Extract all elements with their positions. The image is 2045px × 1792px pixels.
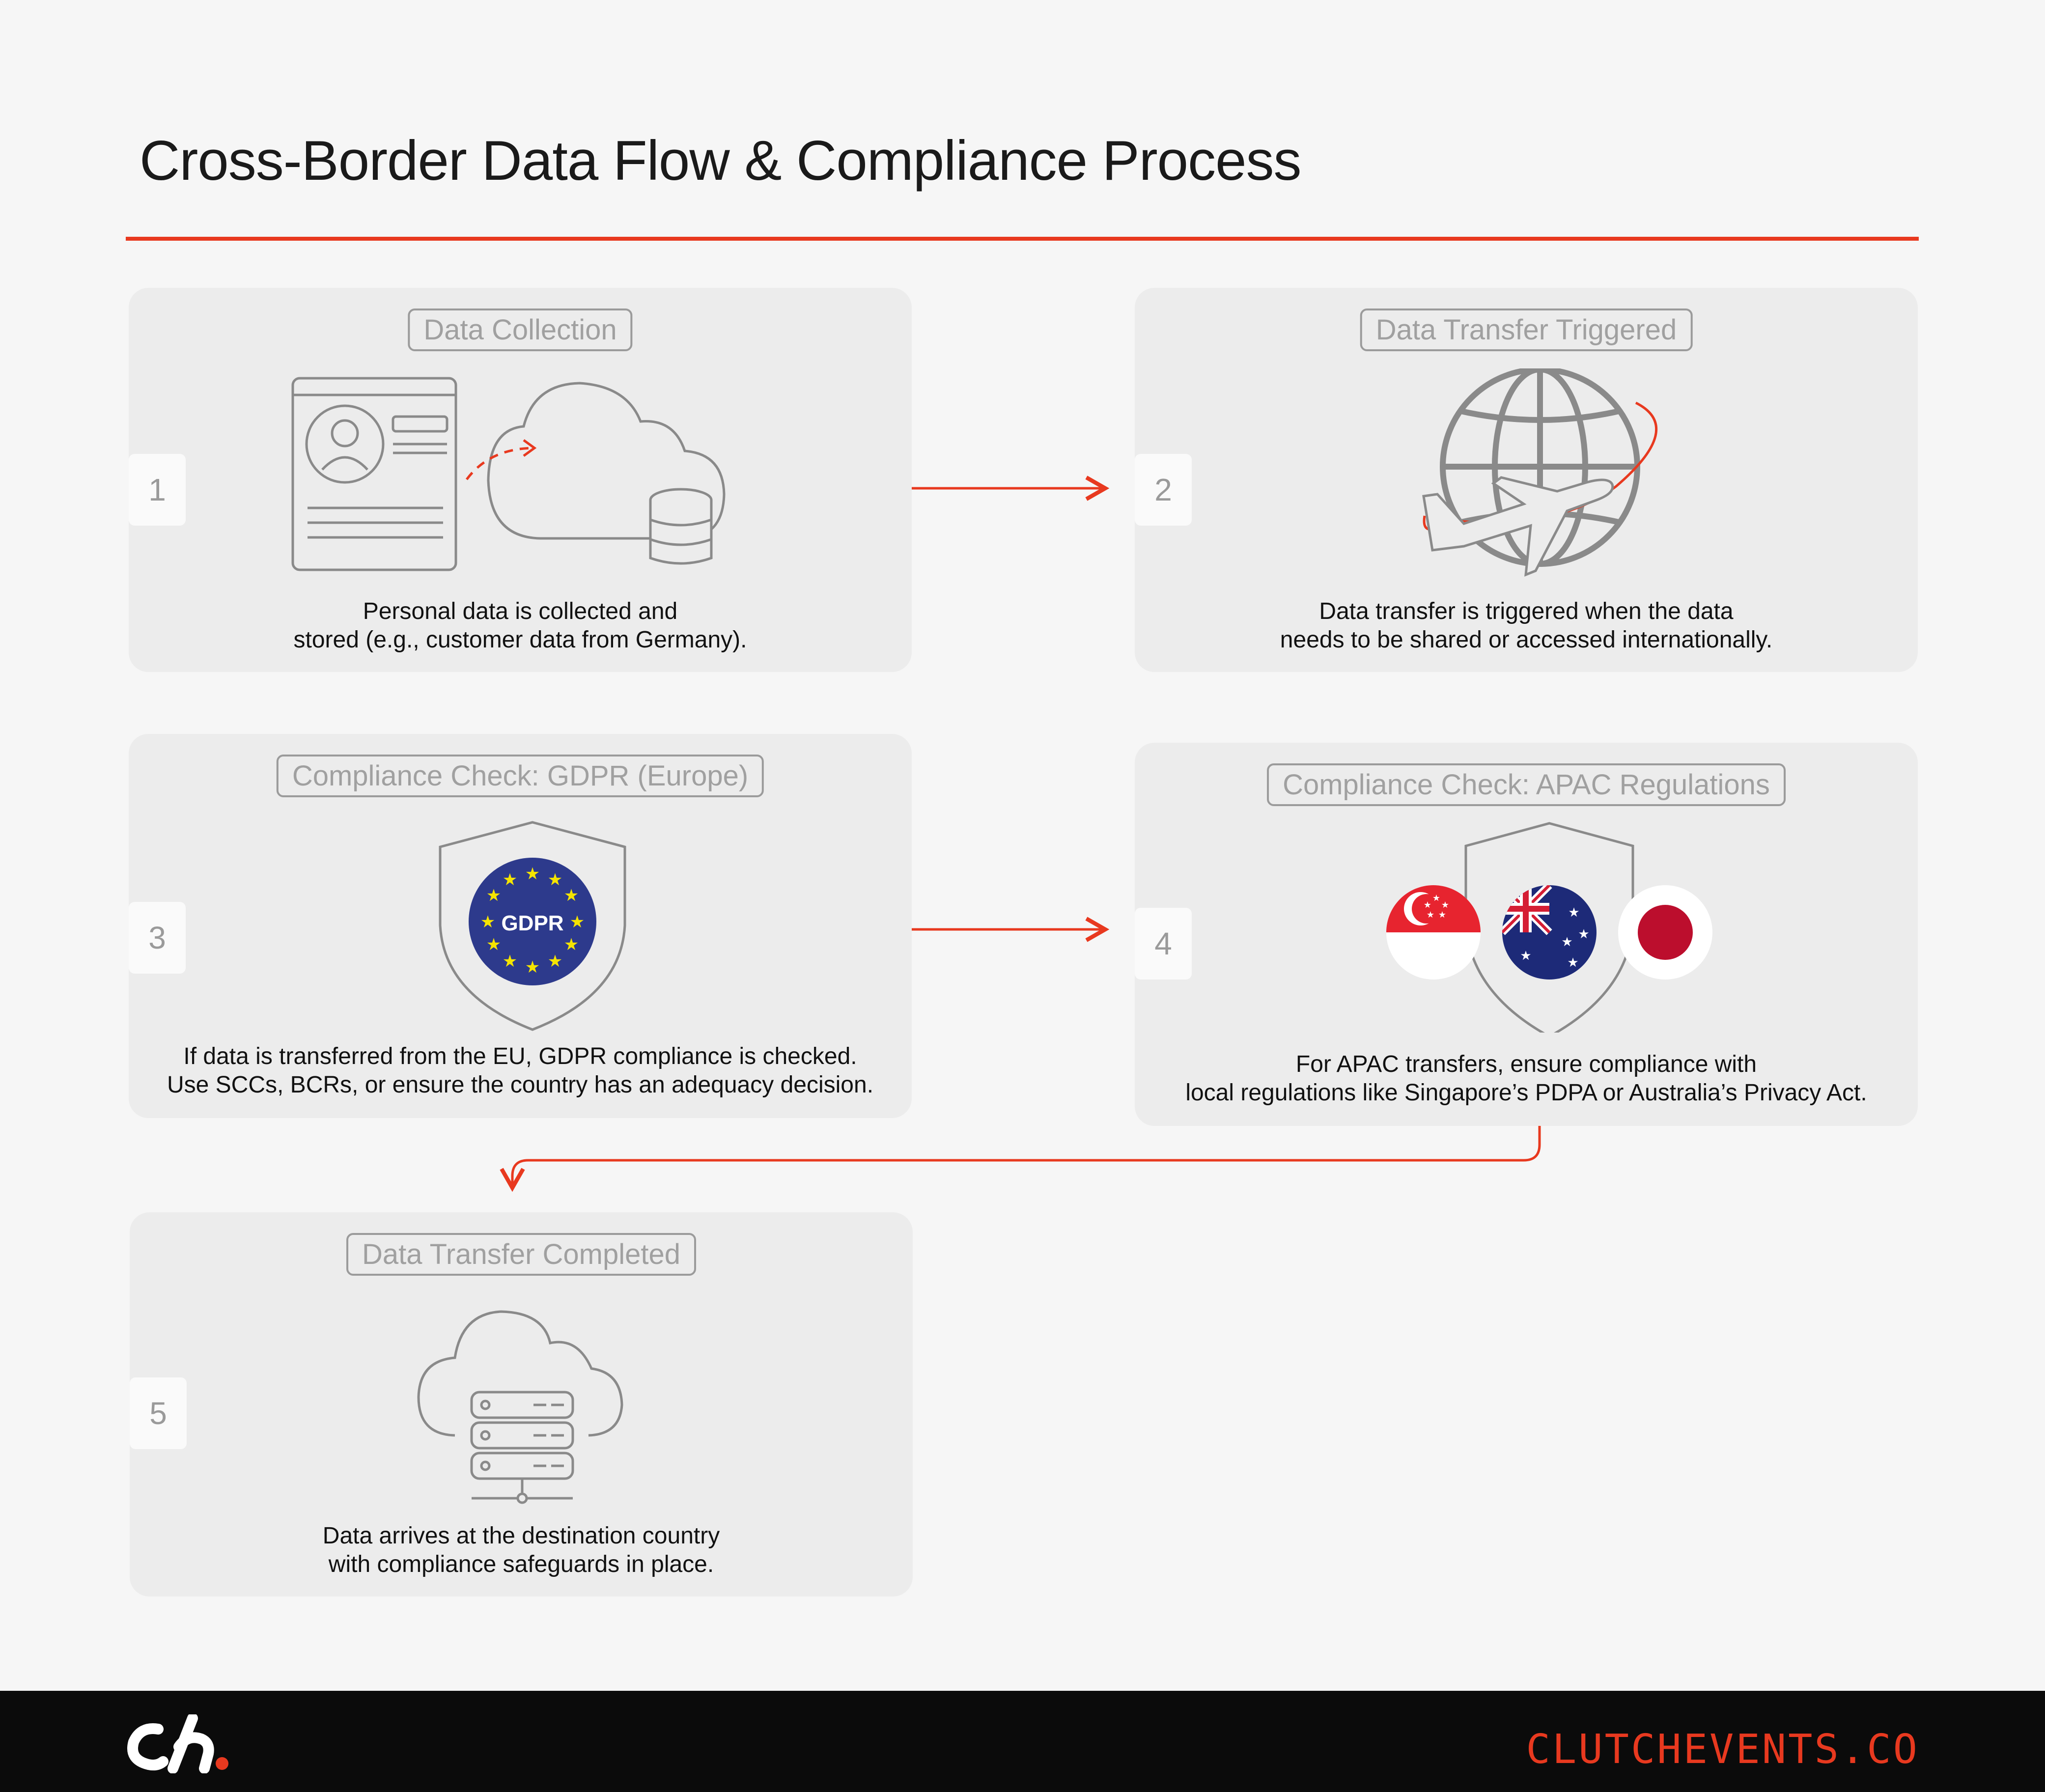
step-number: 4 <box>1135 908 1192 980</box>
page-title: Cross-Border Data Flow & Compliance Proc… <box>140 130 1301 192</box>
step-label: Compliance Check: GDPR (Europe) <box>276 755 764 797</box>
singapore-flag-icon: ★★★★★ <box>1386 885 1481 980</box>
cloud-server-icon <box>417 1310 623 1504</box>
svg-text:★: ★ <box>1520 949 1531 963</box>
globe-airplane-icon <box>1422 368 1658 577</box>
apac-flags-shield-icon: ★★★★★ ★★★★★ <box>1386 822 1712 1033</box>
japan-flag-icon <box>1618 885 1712 980</box>
step-number: 1 <box>129 454 186 526</box>
svg-text:★: ★ <box>486 935 501 954</box>
step-number: 5 <box>130 1377 187 1449</box>
svg-text:★: ★ <box>570 912 585 932</box>
step-number: 2 <box>1135 454 1192 526</box>
svg-text:★: ★ <box>1427 910 1434 920</box>
step-description: For APAC transfers, ensure compliance wi… <box>1185 1051 1867 1106</box>
step-description: Data arrives at the destination country … <box>322 1523 720 1577</box>
svg-text:★: ★ <box>503 952 517 971</box>
step-card-1: Data Collection 1 Personal data is colle… <box>129 288 912 672</box>
step-description: Personal data is collected and stored (e… <box>293 598 747 653</box>
svg-text:★: ★ <box>564 935 579 954</box>
svg-text:★: ★ <box>486 886 501 905</box>
gdpr-badge-text: GDPR <box>501 911 563 935</box>
australia-flag-icon: ★★★★★ <box>1502 885 1597 980</box>
gdpr-shield-icon: ★ ★ ★ ★ ★ ★ ★ ★ ★ ★ ★ ★ GDPR <box>439 821 626 1031</box>
svg-text:★: ★ <box>1424 900 1431 910</box>
svg-text:★: ★ <box>564 886 579 905</box>
svg-text:★: ★ <box>1568 905 1579 920</box>
step-description: If data is transferred from the EU, GDPR… <box>167 1043 874 1098</box>
svg-text:★: ★ <box>525 957 540 977</box>
step-card-3: Compliance Check: GDPR (Europe) 3 ★ ★ ★ … <box>129 734 912 1118</box>
svg-text:★: ★ <box>1578 927 1589 942</box>
step-label: Data Collection <box>408 308 633 351</box>
svg-text:★: ★ <box>480 912 495 932</box>
svg-text:★: ★ <box>1567 955 1578 970</box>
step-label: Data Transfer Completed <box>346 1233 696 1276</box>
step-number: 3 <box>129 902 186 974</box>
document-to-cloud-icon <box>291 377 726 571</box>
title-divider <box>126 237 1919 241</box>
step-card-4: Compliance Check: APAC Regulations 4 ★★★… <box>1135 743 1918 1126</box>
svg-text:★: ★ <box>1561 935 1572 950</box>
svg-text:★: ★ <box>503 870 517 890</box>
svg-text:★: ★ <box>1438 910 1446 920</box>
step-card-5: Data Transfer Completed 5 Data arrives a… <box>130 1212 913 1596</box>
footer: CLUTCHEVENTS.CO <box>0 1691 2045 1792</box>
step-description: Data transfer is triggered when the data… <box>1280 598 1773 653</box>
step-label: Data Transfer Triggered <box>1360 308 1693 351</box>
svg-text:★: ★ <box>525 864 540 884</box>
arrow-4-to-5 <box>500 1126 1541 1192</box>
svg-text:★: ★ <box>548 870 562 890</box>
step-card-2: Data Transfer Triggered 2 Data transfer … <box>1135 288 1918 672</box>
svg-text:★: ★ <box>548 952 562 971</box>
svg-text:★: ★ <box>1432 893 1440 903</box>
website-link[interactable]: CLUTCHEVENTS.CO <box>1526 1726 1919 1773</box>
svg-text:★: ★ <box>1441 900 1449 910</box>
clutch-events-logo-icon <box>127 1714 228 1773</box>
step-label: Compliance Check: APAC Regulations <box>1267 763 1786 806</box>
